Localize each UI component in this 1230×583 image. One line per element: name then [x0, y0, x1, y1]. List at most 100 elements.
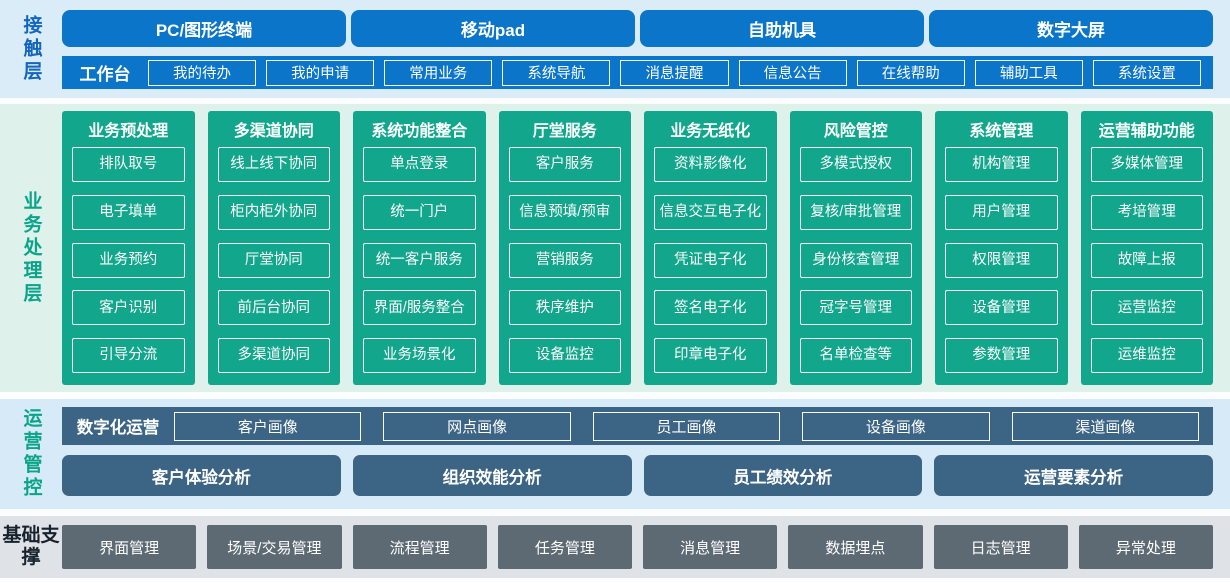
business-item[interactable]: 业务场景化 — [363, 338, 476, 373]
business-column-items: 线上线下协同柜内柜外协同厅堂协同前后台协同多渠道协同 — [217, 147, 330, 373]
workbench-item[interactable]: 常用业务 — [384, 59, 493, 86]
workbench-item[interactable]: 信息公告 — [738, 59, 847, 86]
analysis-box[interactable]: 运营要素分析 — [934, 455, 1213, 496]
business-item[interactable]: 统一客户服务 — [363, 242, 476, 278]
workbench-item[interactable]: 消息提醒 — [620, 59, 729, 86]
business-item[interactable]: 多模式授权 — [799, 147, 912, 182]
foundation-content: 界面管理场景/交易管理流程管理任务管理消息管理数据埋点日志管理异常处理 — [62, 516, 1230, 578]
business-item[interactable]: 名单检查等 — [799, 338, 912, 373]
business-item[interactable]: 排队取号 — [72, 147, 185, 182]
business-item[interactable]: 多渠道协同 — [217, 338, 330, 373]
portrait-item[interactable]: 客户画像 — [174, 411, 362, 441]
business-item[interactable]: 考培管理 — [1090, 194, 1203, 230]
foundation-item[interactable]: 日志管理 — [933, 525, 1068, 569]
business-item[interactable]: 用户管理 — [945, 194, 1058, 230]
business-item[interactable]: 统一门户 — [363, 194, 476, 230]
business-item[interactable]: 参数管理 — [945, 338, 1058, 373]
business-item[interactable]: 引导分流 — [72, 338, 185, 373]
foundation-item[interactable]: 任务管理 — [497, 525, 632, 569]
workbench-items: 我的待办我的申请常用业务系统导航消息提醒信息公告在线帮助辅助工具系统设置 — [148, 59, 1201, 86]
business-column-paperless: 业务无纸化 资料影像化信息交互电子化凭证电子化签名电子化印章电子化 — [644, 111, 777, 385]
portrait-item[interactable]: 员工画像 — [592, 411, 781, 441]
business-item[interactable]: 界面/服务整合 — [363, 290, 476, 326]
business-column-hall-service: 厅堂服务 客户服务信息预填/预审营销服务秩序维护设备监控 — [498, 111, 631, 385]
business-column-title: 业务预处理 — [88, 123, 169, 140]
business-item[interactable]: 故障上报 — [1090, 242, 1203, 278]
business-item[interactable]: 签名电子化 — [654, 290, 767, 326]
workbench-item[interactable]: 系统导航 — [502, 59, 611, 86]
business-item[interactable]: 电子填单 — [72, 194, 185, 230]
business-item[interactable]: 运维监控 — [1090, 338, 1203, 373]
analysis-row: 客户体验分析组织效能分析员工绩效分析运营要素分析 — [62, 455, 1213, 496]
business-item[interactable]: 运营监控 — [1090, 290, 1203, 326]
business-column-items: 多媒体管理考培管理故障上报运营监控运维监控 — [1090, 147, 1203, 373]
foundation-item[interactable]: 界面管理 — [62, 525, 197, 569]
foundation-item[interactable]: 异常处理 — [1078, 525, 1213, 569]
business-item[interactable]: 印章电子化 — [654, 338, 767, 373]
analysis-box[interactable]: 客户体验分析 — [62, 455, 341, 496]
business-column-title: 多渠道协同 — [233, 123, 314, 140]
digital-operation-label: 数字化运营 — [76, 419, 160, 437]
business-item[interactable]: 凭证电子化 — [654, 242, 767, 278]
business-column-title: 系统功能整合 — [371, 123, 468, 140]
portrait-item[interactable]: 设备画像 — [802, 411, 990, 441]
business-item[interactable]: 资料影像化 — [654, 147, 767, 182]
business-item[interactable]: 线上线下协同 — [217, 147, 330, 182]
channel-button[interactable]: 自助机具 — [640, 10, 924, 47]
digital-operation-items: 客户画像网点画像员工画像设备画像渠道画像 — [174, 411, 1200, 441]
workbench-item[interactable]: 我的申请 — [266, 59, 375, 86]
workbench-item[interactable]: 系统设置 — [1092, 59, 1201, 86]
business-column-aux: 运营辅助功能 多媒体管理考培管理故障上报运营监控运维监控 — [1080, 111, 1213, 385]
business-item[interactable]: 客户服务 — [508, 147, 621, 182]
portrait-item[interactable]: 渠道画像 — [1011, 411, 1200, 441]
business-item[interactable]: 多媒体管理 — [1090, 147, 1203, 182]
foundation-layer-label: 基础支撑 — [2, 525, 60, 568]
business-item[interactable]: 前后台协同 — [217, 290, 330, 326]
business-column-title: 运营辅助功能 — [1098, 123, 1195, 140]
business-columns: 业务预处理 排队取号电子填单业务预约客户识别引导分流 多渠道协同 线上线下协同柜… — [62, 104, 1230, 392]
channel-button[interactable]: 数字大屏 — [929, 10, 1213, 47]
business-column-multichannel: 多渠道协同 线上线下协同柜内柜外协同厅堂协同前后台协同多渠道协同 — [207, 111, 340, 385]
business-item[interactable]: 身份核查管理 — [799, 242, 912, 278]
portrait-item[interactable]: 网点画像 — [383, 411, 571, 441]
workbench-item[interactable]: 在线帮助 — [856, 59, 965, 86]
workbench-item[interactable]: 我的待办 — [148, 59, 257, 86]
foundation-item[interactable]: 消息管理 — [643, 525, 778, 569]
business-item[interactable]: 单点登录 — [363, 147, 476, 182]
business-column-items: 单点登录统一门户统一客户服务界面/服务整合业务场景化 — [363, 147, 476, 373]
business-item[interactable]: 柜内柜外协同 — [217, 194, 330, 230]
business-column-items: 机构管理用户管理权限管理设备管理参数管理 — [945, 147, 1058, 373]
business-item[interactable]: 信息交互电子化 — [654, 194, 767, 230]
channel-button[interactable]: 移动pad — [351, 10, 635, 47]
business-item[interactable]: 厅堂协同 — [217, 242, 330, 278]
business-column-items: 多模式授权复核/审批管理身份核查管理冠字号管理名单检查等 — [799, 147, 912, 373]
workbench-item[interactable]: 辅助工具 — [974, 59, 1083, 86]
channel-button[interactable]: PC/图形终端 — [62, 10, 346, 47]
business-item[interactable]: 客户识别 — [72, 290, 185, 326]
contact-layer-label: 接触层 — [20, 14, 42, 84]
business-item[interactable]: 营销服务 — [508, 242, 621, 278]
business-item[interactable]: 秩序维护 — [508, 290, 621, 326]
business-item[interactable]: 业务预约 — [72, 242, 185, 278]
business-item[interactable]: 设备监控 — [508, 338, 621, 373]
digital-operation-bar: 数字化运营 客户画像网点画像员工画像设备画像渠道画像 — [62, 407, 1213, 445]
business-item[interactable]: 冠字号管理 — [799, 290, 912, 326]
business-column-title: 风险管控 — [823, 123, 888, 140]
foundation-layer-band: 基础支撑 界面管理场景/交易管理流程管理任务管理消息管理数据埋点日志管理异常处理 — [0, 516, 1230, 578]
foundation-item[interactable]: 数据埋点 — [788, 525, 923, 569]
analysis-box[interactable]: 员工绩效分析 — [643, 455, 923, 496]
foundation-item[interactable]: 流程管理 — [352, 525, 487, 569]
foundation-item[interactable]: 场景/交易管理 — [207, 525, 342, 569]
business-item[interactable]: 设备管理 — [945, 290, 1058, 326]
business-item[interactable]: 信息预填/预审 — [508, 194, 621, 230]
business-item[interactable]: 机构管理 — [945, 147, 1058, 182]
analysis-box[interactable]: 组织效能分析 — [352, 455, 632, 496]
business-layer-label: 业务处理层 — [20, 190, 42, 306]
business-item[interactable]: 复核/审批管理 — [799, 194, 912, 230]
workbench-label: 工作台 — [79, 65, 131, 84]
operations-layer-label: 运营管控 — [20, 408, 42, 500]
business-item[interactable]: 权限管理 — [945, 242, 1058, 278]
